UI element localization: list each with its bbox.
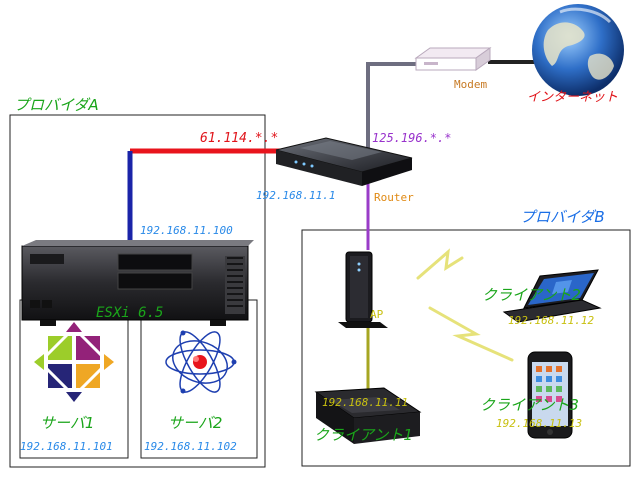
wan-ip-b-label: 125.196.*.* <box>372 131 451 145</box>
provider-b-box <box>301 229 631 467</box>
provider-b-label: プロバイダB <box>520 208 605 226</box>
server2-box <box>140 299 258 459</box>
server2-label: サーバ2 <box>168 414 222 432</box>
globe-icon <box>532 4 624 96</box>
client1-ip-label: 192.168.11.11 <box>322 396 408 409</box>
game-console-icon <box>314 387 422 444</box>
client3-label: クライアント3 <box>480 396 579 414</box>
provider-a-box <box>9 114 266 468</box>
esxi-ip-label: 192.168.11.100 <box>140 224 233 237</box>
ap-label: AP <box>370 308 384 321</box>
modem-icon <box>414 47 492 71</box>
router-icon <box>275 137 413 186</box>
modem-label: Modem <box>454 78 487 91</box>
client1-label: クライアント1 <box>314 426 413 444</box>
internet-label: インターネット <box>527 90 618 105</box>
router-lan-ip-label: 192.168.11.1 <box>256 189 335 202</box>
wireless-signal-1 <box>416 248 464 280</box>
centos-logo-icon <box>34 322 114 402</box>
wan-ip-a-label: 61.114.*.* <box>200 131 278 146</box>
atom-logo-icon <box>165 330 237 394</box>
esxi-label: ESXi 6.5 <box>96 305 163 321</box>
client2-label: クライアント2 <box>482 286 581 304</box>
server2-ip-label: 192.168.11.102 <box>144 440 237 453</box>
provider-a-label: プロバイダA <box>14 96 99 114</box>
client2-ip-label: 192.168.11.12 <box>508 314 594 327</box>
client3-ip-label: 192.168.11.13 <box>496 417 582 430</box>
wireless-signal-2 <box>428 306 514 362</box>
link-router-modem <box>366 62 416 150</box>
server1-ip-label: 192.168.11.101 <box>20 440 113 453</box>
router-label: Router <box>374 191 414 204</box>
laptop-icon <box>502 269 602 323</box>
smartphone-icon <box>527 351 573 439</box>
esxi-server-icon <box>21 240 254 326</box>
access-point-icon <box>338 251 388 328</box>
server1-label: サーバ1 <box>40 414 94 432</box>
